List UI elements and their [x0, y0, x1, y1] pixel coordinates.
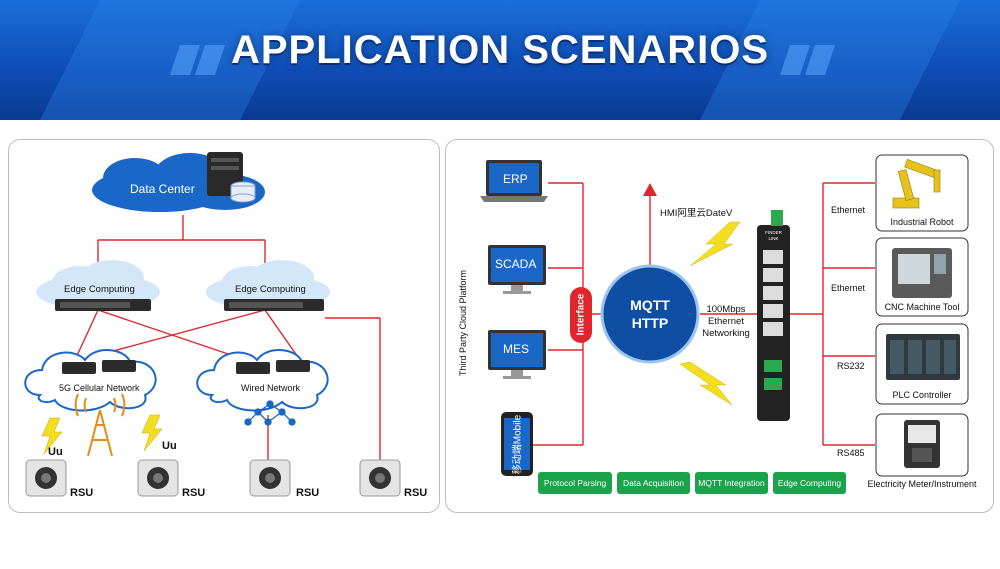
wired-network-label: Wired Network — [241, 383, 301, 393]
monitor-icon-mes — [488, 330, 546, 379]
mes-label: MES — [503, 342, 530, 356]
feature-data-acquisition: Data Acquisition — [617, 472, 690, 494]
up-arrow-icon — [643, 183, 657, 196]
electricity-meter-icon — [904, 420, 940, 468]
mobile-phone-icon — [501, 412, 533, 476]
laptop-icon — [480, 160, 548, 202]
lightning-bolt-icons — [679, 221, 741, 406]
cnc-machine-icon — [892, 248, 952, 298]
5g-routers — [62, 360, 136, 374]
interface-label: Interface — [575, 293, 587, 336]
brand-label-1: FINDER — [765, 230, 782, 235]
feature-edge-computing: Edge Computing — [773, 472, 846, 494]
header-banner: APPLICATION SCENARIOS — [0, 0, 1000, 120]
feature-mqtt-integration: MQTT Integration — [695, 472, 768, 494]
http-label: HTTP — [631, 315, 669, 331]
feature-protocol-parsing: Protocol Parsing — [538, 472, 612, 494]
device-label-cnc: CNC Machine Tool — [884, 302, 960, 312]
mqtt-label: MQTT — [630, 297, 670, 313]
data-center-label: Data Center — [130, 182, 195, 196]
device-label-robot: Industrial Robot — [890, 217, 954, 227]
plc-controller-icon — [886, 334, 960, 380]
robot-icon — [892, 159, 941, 209]
rsu-label-1: RSU — [70, 487, 94, 499]
page-title: APPLICATION SCENARIOS — [230, 28, 770, 72]
lightning-icon — [41, 414, 163, 455]
mobile-label: 移动端Mobile — [512, 414, 524, 475]
5g-network-label: 5G Cellular Network — [59, 383, 140, 393]
device-label-plc: PLC Controller — [892, 390, 952, 400]
erp-label: ERP — [503, 172, 528, 186]
gateway-device-icon — [757, 210, 790, 421]
network-switch-icon — [244, 400, 296, 426]
server-icon — [207, 152, 256, 203]
rsu-label-3: RSU — [296, 487, 320, 499]
edge-device-1 — [55, 299, 151, 311]
platform-label: Third Party Cloud Platform — [458, 269, 468, 377]
monitor-icon-scada — [488, 245, 546, 294]
edge-computing-label-1: Edge Computing — [64, 284, 135, 295]
wired-routers — [236, 360, 310, 374]
interface-pill — [570, 287, 592, 343]
rs232-label: RS232 — [837, 361, 865, 371]
mqtt-http-circle — [600, 264, 700, 364]
edge-device-2 — [224, 299, 324, 311]
banner-stripes — [40, 0, 960, 120]
brand-label-2: LINK — [768, 236, 779, 241]
edge-computing-label-2: Edge Computing — [235, 284, 306, 295]
networking-label-2: Ethernet — [708, 316, 744, 327]
uu-label-2: Uu — [162, 440, 177, 452]
cell-tower-icon — [74, 393, 126, 457]
rsu-label-2: RSU — [182, 487, 206, 499]
right-connection-lines — [533, 182, 875, 446]
networking-label-1: 100Mbps — [706, 304, 746, 315]
rs485-label: RS485 — [837, 448, 865, 458]
rsu-label-4: RSU — [404, 487, 428, 499]
ethernet-label-1: Ethernet — [831, 205, 866, 215]
networking-label-3: Networking — [702, 328, 750, 339]
ethernet-label-2: Ethernet — [831, 283, 866, 293]
uu-label-1: Uu — [48, 446, 63, 458]
rsu-camera-icons — [25, 459, 401, 497]
hmi-label: HMI阿里云DateV — [660, 208, 733, 219]
scada-label: SCADA — [495, 257, 537, 271]
device-label-meter: Electricity Meter/Instrument — [867, 479, 977, 489]
